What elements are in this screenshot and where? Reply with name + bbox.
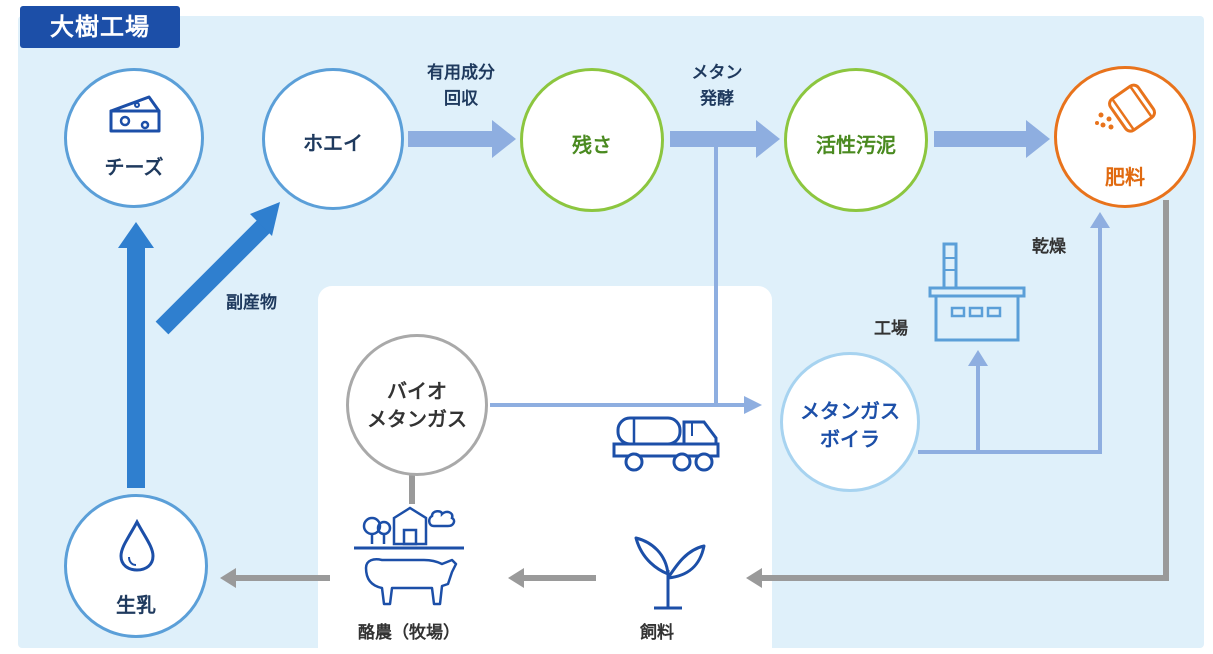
label-methane-2: 発酵 bbox=[700, 89, 734, 109]
cheese-icon bbox=[109, 95, 161, 133]
arrowhead-sludge bbox=[756, 120, 780, 158]
arrow-fertilizer-to-feed bbox=[760, 200, 1169, 581]
arrow-residue-to-sludge bbox=[670, 131, 758, 147]
arrowhead-residue bbox=[492, 120, 516, 158]
seedling-icon bbox=[634, 536, 706, 610]
arrowhead-fertilizer bbox=[1026, 120, 1050, 158]
arrowhead-drying bbox=[1090, 212, 1110, 228]
label-byproduct: 副産物 bbox=[226, 293, 277, 313]
node-raw-milk: 生乳 bbox=[64, 494, 208, 638]
arrow-sludge-to-fertilizer bbox=[934, 131, 1028, 147]
node-activated-sludge: 活性汚泥 bbox=[784, 68, 928, 212]
title-tag: 大樹工場 bbox=[20, 6, 180, 48]
label-recovery-2: 回収 bbox=[444, 89, 478, 109]
node-biogas-label-1: バイオ bbox=[387, 379, 447, 403]
factory-icon bbox=[928, 242, 1026, 342]
node-biogas-label-2: メタンガス bbox=[367, 407, 467, 431]
node-residue: 残さ bbox=[520, 68, 664, 212]
node-methane-boiler: メタンガス ボイラ bbox=[780, 352, 920, 492]
arrow-whey-to-residue bbox=[408, 131, 494, 147]
arrowhead-dairy bbox=[508, 568, 524, 588]
node-biogas: バイオ メタンガス bbox=[346, 334, 488, 476]
arrowhead-milk bbox=[220, 568, 236, 588]
label-factory: 工場 bbox=[874, 319, 908, 339]
node-residue-label: 残さ bbox=[572, 133, 612, 157]
milk-drop-icon bbox=[119, 519, 155, 572]
label-feed: 飼料 bbox=[640, 623, 674, 643]
arrowhead-factory bbox=[968, 350, 988, 366]
label-methane-1: メタン bbox=[691, 63, 743, 83]
label-recovery-1: 有用成分 bbox=[427, 63, 495, 83]
node-cheese: チーズ bbox=[64, 68, 204, 208]
node-fertilizer: 肥料 bbox=[1054, 66, 1196, 208]
node-whey-label: ホエイ bbox=[303, 131, 363, 155]
node-methane-boiler-label-2: ボイラ bbox=[820, 427, 880, 451]
node-whey: ホエイ bbox=[262, 68, 404, 210]
arrow-byproduct-to-whey bbox=[155, 217, 273, 335]
node-activated-sludge-label: 活性汚泥 bbox=[816, 133, 896, 157]
farm-icon bbox=[354, 506, 464, 606]
node-cheese-label: チーズ bbox=[104, 155, 164, 179]
node-raw-milk-label: 生乳 bbox=[116, 593, 156, 617]
label-dairy: 酪農（牧場） bbox=[358, 623, 460, 643]
arrowhead-boiler bbox=[744, 396, 762, 414]
node-methane-boiler-label-1: メタンガス bbox=[800, 399, 900, 423]
truck-icon bbox=[612, 416, 720, 472]
label-drying: 乾燥 bbox=[1032, 237, 1066, 257]
fertilizer-bag-icon bbox=[1095, 83, 1156, 133]
arrowhead-feed bbox=[746, 568, 762, 588]
arrowhead-cheese bbox=[118, 222, 154, 248]
arrowhead-whey bbox=[250, 202, 280, 236]
node-fertilizer-label: 肥料 bbox=[1105, 165, 1145, 189]
